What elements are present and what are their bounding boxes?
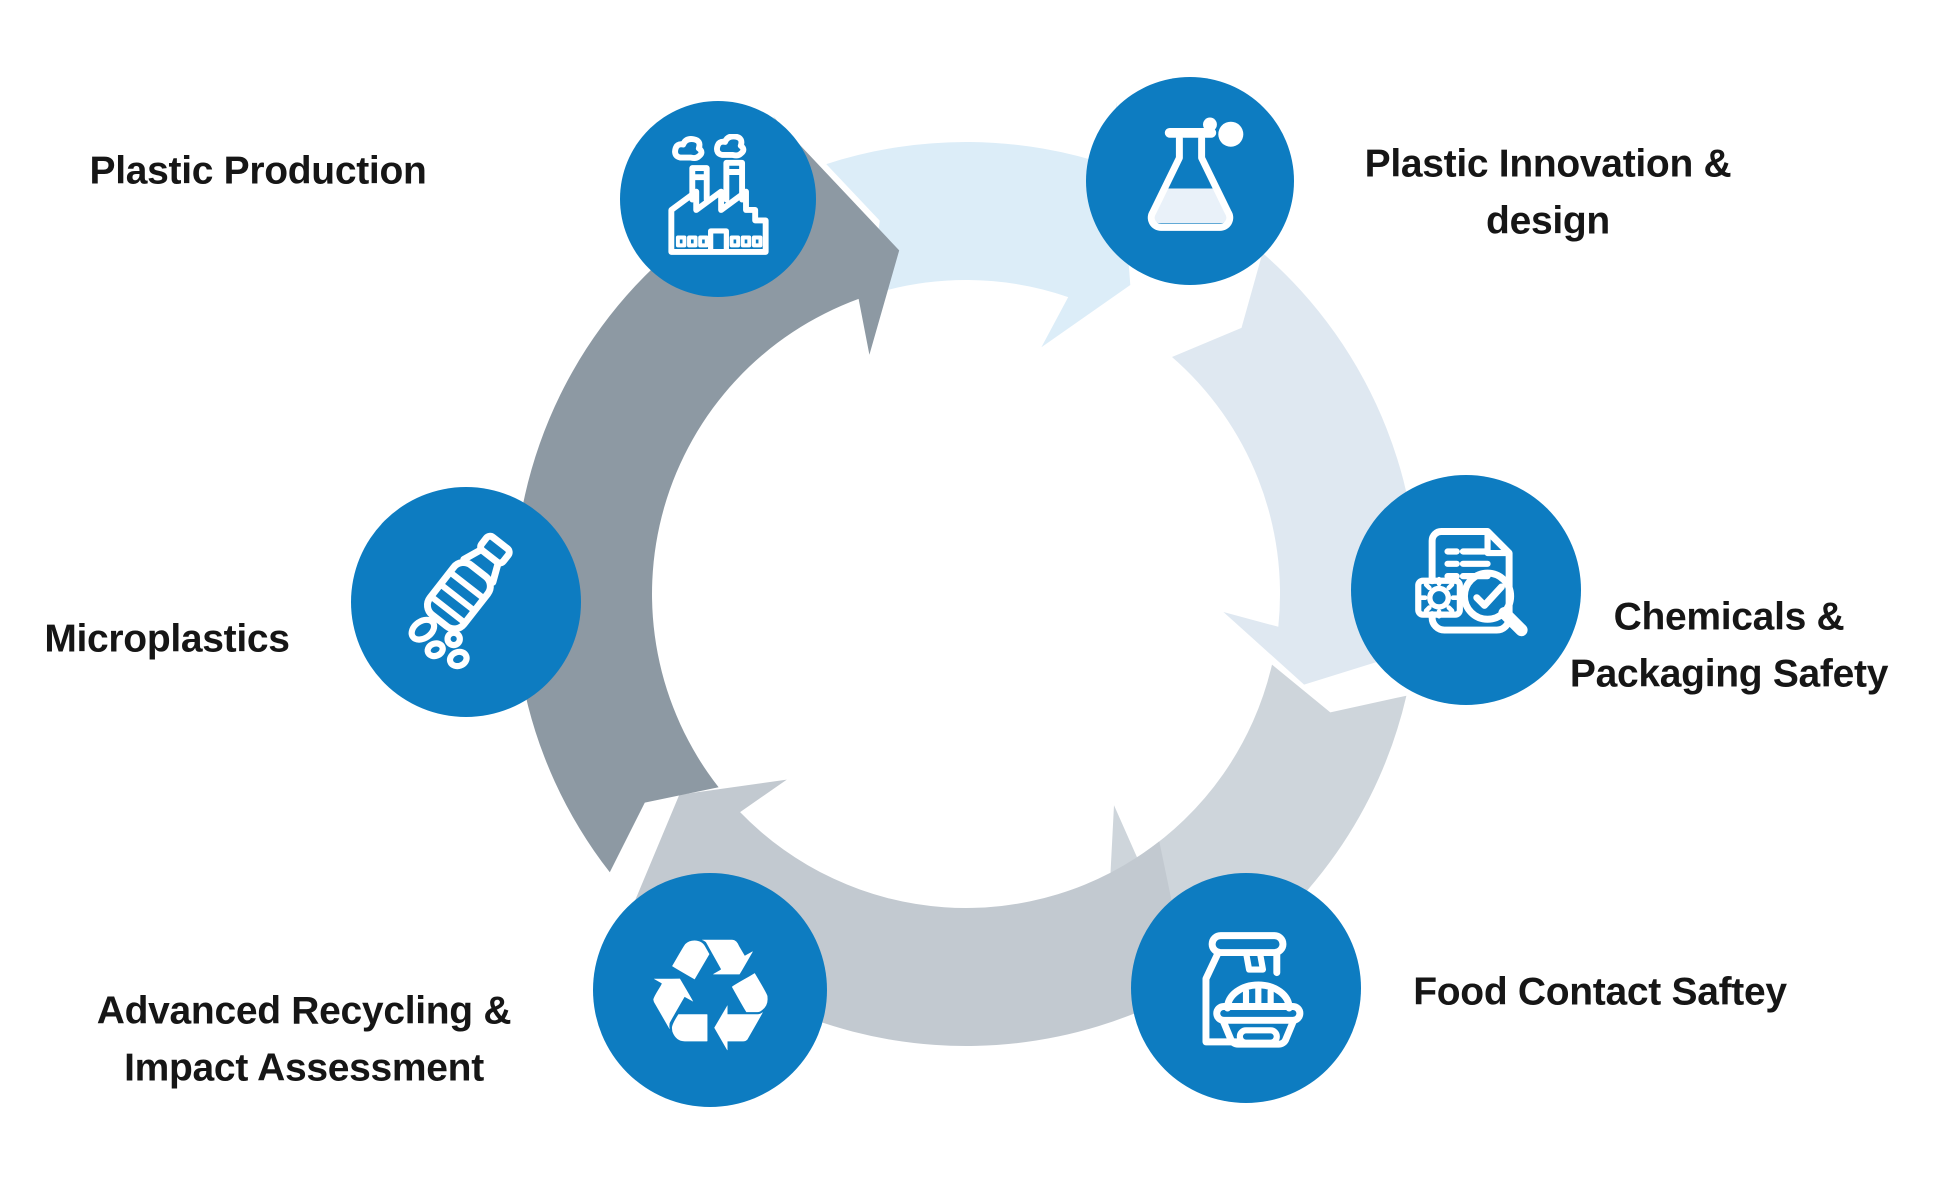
factory-icon bbox=[667, 133, 769, 255]
label-line: Food Contact Saftey bbox=[1413, 970, 1787, 1014]
bottle-particles-icon bbox=[408, 532, 513, 670]
svg-text:♻: ♻ bbox=[640, 912, 781, 1069]
label-line: Advanced Recycling & bbox=[96, 989, 512, 1033]
arrow-top bbox=[826, 101, 1131, 348]
label-line: Chemicals & bbox=[1613, 595, 1845, 639]
label-line: Impact Assessment bbox=[124, 1046, 484, 1089]
recycle-icon: ♻ bbox=[640, 912, 781, 1069]
microplastics-label: Microplastics bbox=[44, 612, 290, 669]
label-line: Plastic Production bbox=[89, 149, 427, 193]
label-line: Plastic Innovation & bbox=[1364, 142, 1732, 186]
node-circle-microplastics bbox=[351, 487, 581, 717]
label-line: Packaging Safety bbox=[1569, 652, 1889, 695]
node-circle-plastic-production bbox=[620, 101, 816, 297]
food-contact-safety-label: Food Contact Saftey bbox=[1413, 965, 1787, 1022]
label-line: Microplastics bbox=[44, 617, 290, 661]
chemicals-packaging-safety-label: Chemicals & Packaging Safety bbox=[1570, 589, 1888, 702]
arrow-left bbox=[513, 116, 900, 873]
plastic-innovation-design-label: Plastic Innovation & design bbox=[1365, 136, 1732, 249]
takeout-bag-icon bbox=[1202, 932, 1304, 1048]
plastic-production-label: Plastic Production bbox=[90, 144, 427, 201]
node-circle-chemicals-packaging-safety bbox=[1351, 475, 1581, 705]
flask-icon bbox=[1147, 117, 1243, 231]
advanced-recycling-impact-assessment-label: Advanced Recycling & Impact Assessment bbox=[96, 983, 512, 1096]
label-line: design bbox=[1486, 199, 1610, 242]
node-circle-advanced-recycling-impact-assessment: ♻ bbox=[593, 873, 827, 1107]
node-circle-food-contact-safety bbox=[1131, 873, 1361, 1103]
document-check-icon bbox=[1415, 528, 1528, 637]
node-circle-plastic-innovation-design bbox=[1086, 77, 1294, 285]
